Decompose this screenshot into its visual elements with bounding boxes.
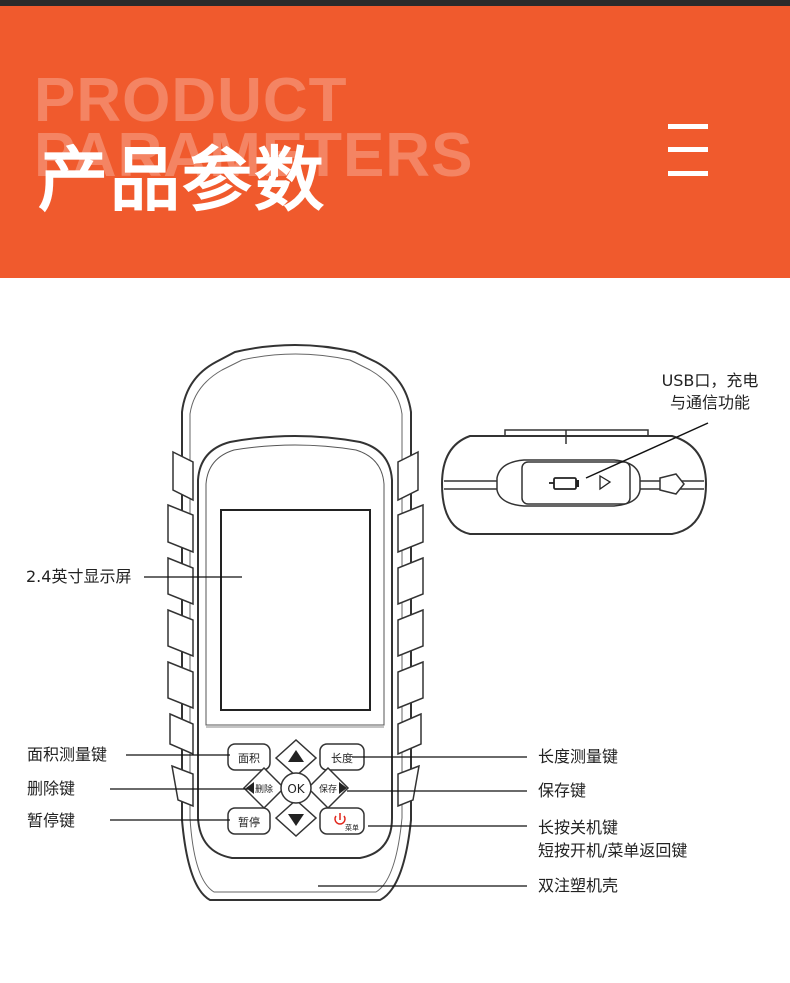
left-arrow-icon [246, 782, 254, 794]
pause-key [227, 807, 271, 835]
usb-port-icon [549, 477, 579, 490]
shell-callout-label: 双注塑机壳 [538, 876, 619, 895]
usb-callout-label: USB口，充电 与通信功能 [640, 370, 780, 414]
device-shell-inner [189, 353, 403, 893]
area-key-callout-label: 面积测量键 [27, 745, 108, 764]
length-key-label[interactable]: 长度 [331, 751, 353, 765]
banner-top-strip [0, 0, 790, 6]
save-key-callout-label: 保存键 [538, 781, 587, 800]
background-text-parameters: PARAMETERS [34, 121, 474, 190]
pause-key-callout-label: 暂停键 [27, 811, 76, 830]
play-arrow-icon [599, 474, 612, 491]
down-arrow-icon [288, 814, 304, 826]
area-key-label[interactable]: 面积 [238, 752, 260, 765]
area-key [227, 743, 271, 771]
callout-lines [110, 576, 527, 887]
delete-key-callout-label: 删除键 [27, 779, 76, 798]
power-key-sublabel[interactable]: 菜单 [345, 823, 359, 832]
save-key [306, 766, 350, 810]
length-key-callout-label: 长度测量键 [538, 747, 619, 766]
usb-detail-drawing [440, 422, 709, 535]
ok-key-label[interactable]: OK [287, 782, 305, 796]
page-title: 产品参数 [38, 139, 326, 221]
power-key [319, 807, 365, 835]
power-icon [334, 813, 346, 825]
left-grips [167, 450, 194, 808]
ok-key [280, 772, 312, 804]
save-key-label[interactable]: 保存 [319, 783, 337, 795]
power-key-callout-label-line1: 长按关机键 [538, 818, 619, 837]
screen-label: 2.4英寸显示屏 [26, 567, 132, 586]
header-banner: PRODUCT PARAMETERS 产品参数 [0, 0, 790, 278]
pause-key-label[interactable]: 暂停 [238, 815, 260, 829]
power-key-callout-label-line2: 短按开机/菜单返回键 [538, 841, 688, 860]
delete-key-label[interactable]: 删除 [255, 783, 273, 795]
right-arrow-icon [339, 782, 347, 794]
hamburger-menu-icon[interactable] [668, 124, 708, 176]
background-text-product: PRODUCT [34, 66, 348, 135]
usb-callout-label-line1: USB口，充电 [661, 371, 759, 390]
right-grips [397, 450, 424, 808]
up-arrow-icon [288, 750, 304, 762]
usb-callout-label-line2: 与通信功能 [669, 393, 750, 412]
display-screen [220, 509, 371, 711]
